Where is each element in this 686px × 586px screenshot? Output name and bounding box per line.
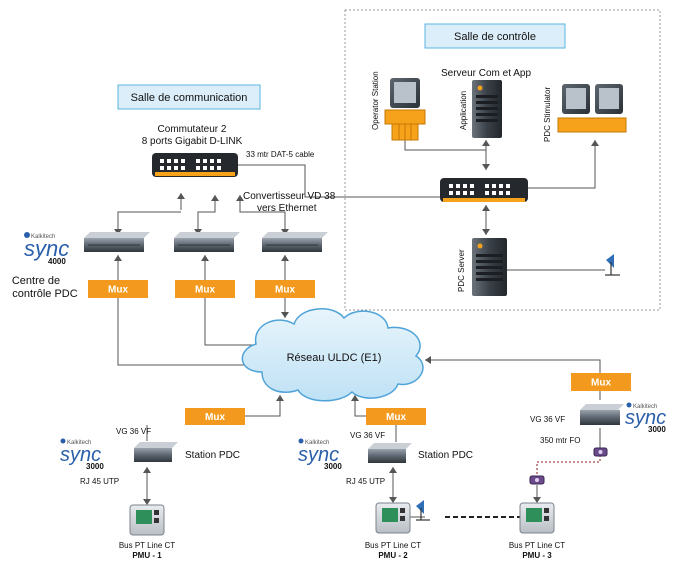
sync-3000-logo-3: Kalkitech sync 3000 (625, 402, 666, 434)
sync-3000-logo-2: Kalkitech sync 3000 (298, 438, 342, 471)
pmu-2-name: PMU - 2 (378, 551, 408, 560)
pdc-stimulator (557, 84, 627, 133)
application-label: Application (459, 91, 468, 130)
mux-station-1-label: Mux (205, 412, 225, 423)
sync-4000-wordmark: sync (24, 236, 69, 261)
mux-station-3-label: Mux (591, 378, 611, 389)
sync-3000-1-wordmark: sync (60, 444, 101, 466)
operator-station-label: Operator Station (371, 71, 380, 130)
switch-title-line2: 8 ports Gigabit D-LINK (142, 136, 243, 147)
station-device-2 (368, 443, 412, 463)
mux-station-1: Mux (185, 408, 245, 425)
uldc-network-cloud: Réseau ULDC (E1) (241, 308, 424, 402)
converter-label-line2: vers Ethernet (257, 203, 317, 214)
station-device-1 (134, 442, 178, 462)
pmu-3-line: Bus PT Line CT (509, 541, 565, 550)
mux-center-1: Mux (88, 280, 148, 298)
sync-3000-3-maker: Kalkitech (633, 404, 657, 410)
converter-1 (84, 232, 150, 252)
sync-3000-logo-1: Kalkitech sync 3000 (60, 438, 104, 471)
mux-center-3: Mux (255, 280, 315, 298)
gps-antenna-icon (605, 254, 620, 276)
pmu-1-line: Bus PT Line CT (119, 541, 175, 550)
vg-label-3: VG 36 VF (530, 415, 565, 424)
sync-3000-3-wordmark: sync (625, 407, 666, 429)
converter-2 (174, 232, 240, 252)
mux-center-1-label: Mux (108, 285, 128, 296)
mux-center-3-label: Mux (275, 285, 295, 296)
converter-label-line1: Convertisseur VD 38 (243, 191, 336, 202)
pmu-3-name: PMU - 3 (522, 551, 552, 560)
sync-3000-2-model: 3000 (324, 462, 342, 471)
vg-label-2: VG 36 VF (350, 431, 385, 440)
sync-3000-2-wordmark: sync (298, 444, 339, 466)
sync-3000-1-maker: Kalkitech (67, 440, 91, 446)
sync-4000-maker: Kalkitech (31, 234, 55, 240)
pdc-stimulator-label: PDC Stimulator (543, 87, 552, 142)
mux-station-2-label: Mux (386, 412, 406, 423)
pdc-center-line2: contrôle PDC (12, 288, 77, 300)
mux-center-2: Mux (175, 280, 235, 298)
sync-3000-1-model: 3000 (86, 462, 104, 471)
switch-cable-label: 33 mtr DAT-5 cable (246, 150, 315, 159)
vg-label-1: VG 36 VF (116, 427, 151, 436)
pdc-server (472, 238, 507, 296)
control-switch (440, 178, 528, 202)
rj45-label-1: RJ 45 UTP (80, 477, 119, 486)
station-label-1: Station PDC (185, 450, 240, 461)
station-label-2: Station PDC (418, 450, 473, 461)
communication-room-title: Salle de communication (131, 92, 248, 104)
fo-transceiver-top (593, 447, 608, 457)
pmu-2-line: Bus PT Line CT (365, 541, 421, 550)
sync-4000-logo: Kalkitech sync 4000 (24, 232, 69, 266)
communication-room-label: Salle de communication (117, 84, 261, 110)
gps-antenna-station-icon (416, 500, 430, 521)
station-device-3 (580, 404, 624, 425)
pmu-2-device (375, 502, 411, 534)
server-title: Serveur Com et App (441, 68, 531, 79)
control-room-frame (344, 9, 661, 311)
rj45-label-2: RJ 45 UTP (346, 477, 385, 486)
switch-title-line1: Commutateur 2 (158, 124, 227, 135)
application-server (472, 80, 502, 138)
communication-switch (152, 153, 238, 177)
control-room-title: Salle de contrôle (454, 31, 536, 43)
network-label: Réseau ULDC (E1) (287, 352, 382, 364)
pdc-server-label: PDC Server (457, 249, 466, 292)
sync-3000-3-model: 3000 (648, 425, 666, 434)
mux-station-2: Mux (366, 408, 426, 425)
pmu-3-device (519, 502, 555, 534)
pmu-1-device (129, 504, 165, 536)
control-room-label: Salle de contrôle (424, 23, 566, 49)
sync-4000-model: 4000 (48, 257, 66, 266)
sync-3000-2-maker: Kalkitech (305, 440, 329, 446)
mux-center-2-label: Mux (195, 285, 215, 296)
converter-3 (262, 232, 328, 252)
operator-station (384, 78, 426, 141)
mux-station-3: Mux (571, 373, 631, 391)
fo-transceiver-bottom (529, 475, 545, 485)
pmu-1-name: PMU - 1 (132, 551, 162, 560)
fo-label: 350 mtr FO (540, 436, 580, 445)
pdc-center-line1: Centre de (12, 275, 60, 287)
